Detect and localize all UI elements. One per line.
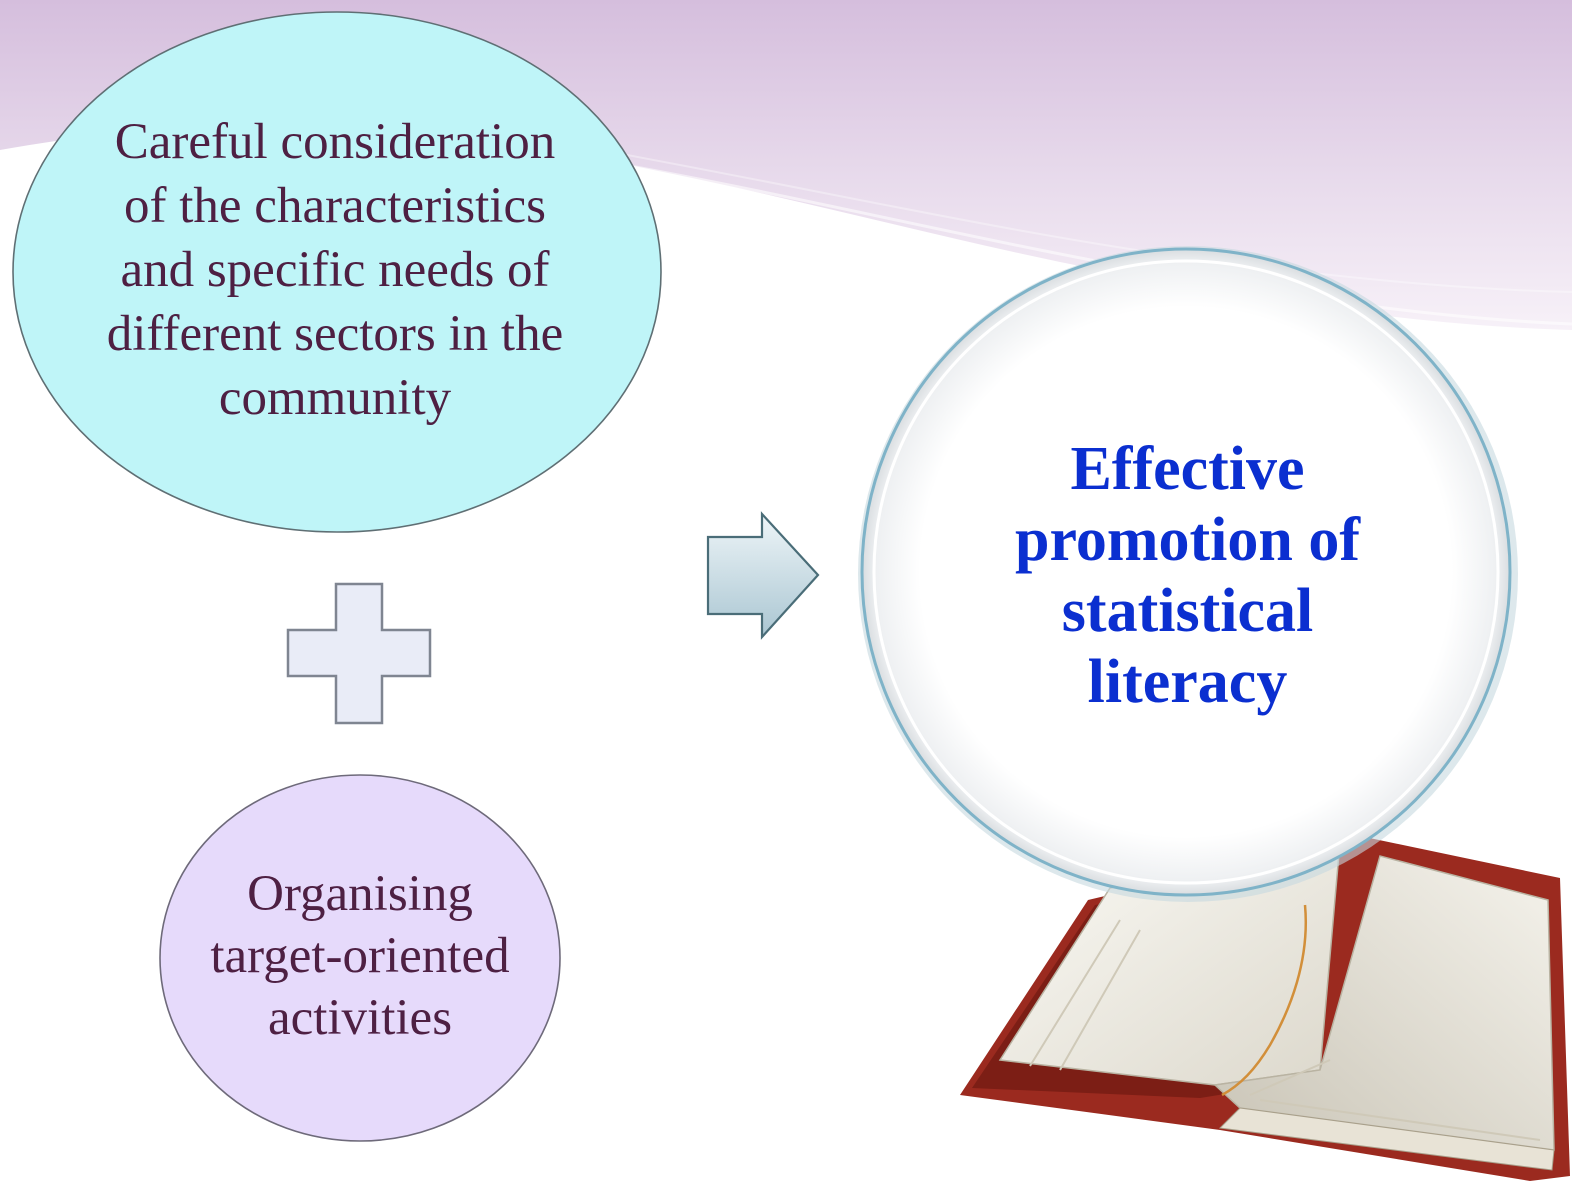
plus-icon: [286, 582, 432, 725]
input-circle-activities: [159, 774, 561, 1142]
result-circle: [858, 246, 1518, 902]
input-1-label: Careful consideration of the characteris…: [106, 114, 564, 426]
result-label: Effective promotion of statistical liter…: [1014, 435, 1361, 716]
input-2-label: Organising target-oriented activities: [210, 866, 510, 1046]
right-arrow-icon: [706, 511, 820, 640]
input-oval-characteristics: [12, 11, 662, 533]
open-book-icon: [960, 836, 1570, 1181]
